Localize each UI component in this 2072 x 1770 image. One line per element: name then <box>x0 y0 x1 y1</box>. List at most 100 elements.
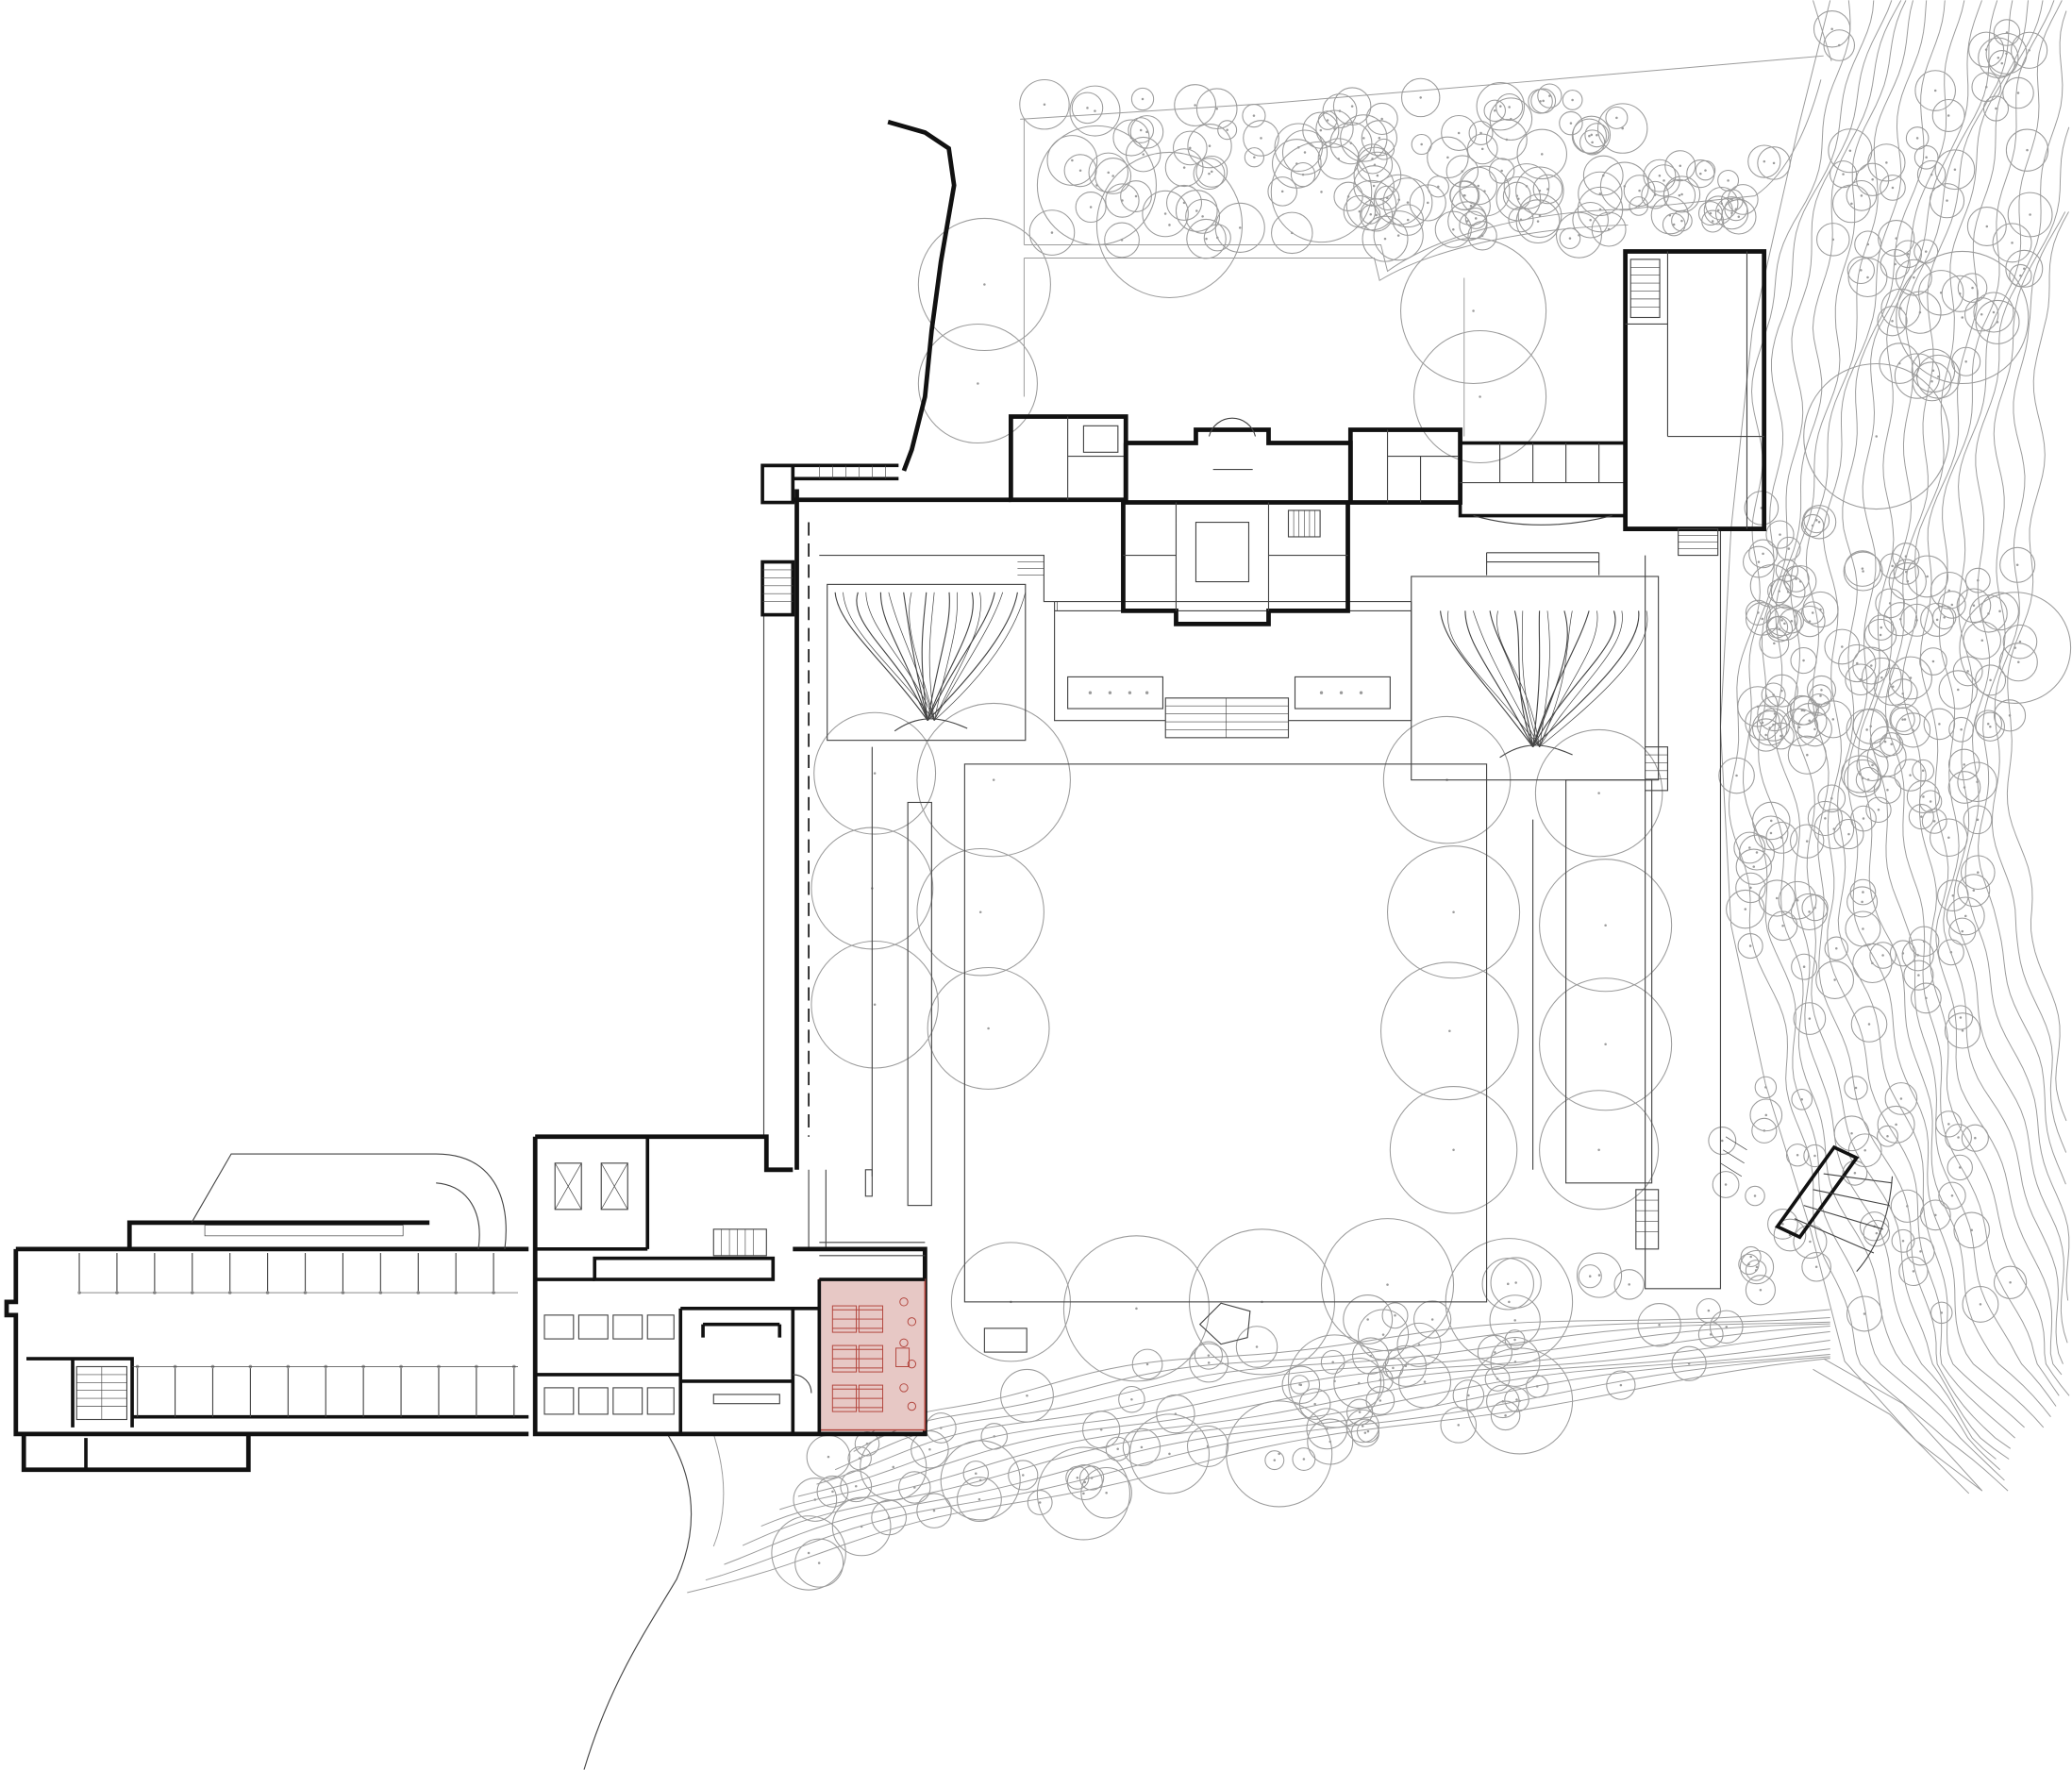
tree-canopy <box>1650 196 1689 235</box>
tree-canopy <box>1306 1408 1348 1450</box>
tree-canopy <box>1726 889 1765 929</box>
tree-trunk-mark <box>1542 99 1545 103</box>
tree-canopy <box>1947 748 1980 781</box>
tree-trunk-mark <box>2014 646 2017 649</box>
tree-trunk-mark <box>1997 57 2000 59</box>
tree-canopy <box>962 1461 989 1487</box>
tree-canopy <box>1080 1466 1132 1519</box>
parking-outer-wall <box>4 1220 529 1437</box>
tree-trunk-mark <box>975 1472 978 1476</box>
toilet-cubicle <box>577 1314 609 1340</box>
elevator-shaft <box>554 1162 582 1211</box>
tree-trunk-mark <box>1820 689 1823 692</box>
tree-canopy <box>1846 180 1878 211</box>
tree-canopy <box>1888 562 1927 601</box>
tree-canopy <box>916 847 1044 977</box>
tree-canopy <box>1129 115 1164 149</box>
chair <box>899 1383 909 1393</box>
tree-canopy <box>1281 1365 1321 1405</box>
tree-canopy <box>1069 85 1121 137</box>
tree-canopy <box>1813 10 1851 48</box>
tree-canopy <box>917 323 1038 444</box>
tree-trunk-mark <box>1972 604 1976 608</box>
tree-trunk-mark <box>1362 137 1365 140</box>
chair <box>899 1338 909 1347</box>
tree-canopy <box>1235 1326 1278 1368</box>
tree-trunk-mark <box>1979 1303 1982 1306</box>
tree-canopy <box>1413 329 1547 464</box>
tree-canopy <box>1895 712 1931 748</box>
tree-canopy <box>1877 1125 1898 1147</box>
tree-trunk-mark <box>1813 1154 1816 1158</box>
tree-canopy <box>1737 686 1779 727</box>
tree-trunk-mark <box>1934 1213 1937 1217</box>
tree-canopy <box>1578 1264 1602 1289</box>
tree-trunk-mark <box>1808 620 1812 623</box>
tree-trunk-mark <box>1938 723 1941 726</box>
tree-canopy <box>1516 128 1567 180</box>
tree-trunk-mark <box>813 1498 817 1501</box>
tree-trunk-mark <box>1783 622 1786 626</box>
tree-canopy <box>1343 1294 1394 1344</box>
tree-trunk-mark <box>1628 1283 1630 1286</box>
tree-canopy <box>1577 186 1624 233</box>
tree-canopy <box>1718 757 1755 794</box>
tree-trunk-mark <box>1346 195 1350 198</box>
tree-canopy <box>1961 1124 1989 1152</box>
tree-trunk-mark <box>887 1516 891 1519</box>
tree-trunk-mark <box>827 1455 830 1459</box>
west-root-sculpture <box>834 592 1027 732</box>
tree-trunk-mark <box>1381 1333 1385 1336</box>
tree-trunk-mark <box>1338 109 1342 112</box>
tree-trunk-mark <box>1419 96 1422 99</box>
tree-canopy <box>2005 249 2044 288</box>
tree-trunk-mark <box>1515 1398 1518 1401</box>
root-branch <box>933 592 981 721</box>
tree-canopy <box>1793 1002 1827 1035</box>
tree-trunk-mark <box>1781 1223 1784 1226</box>
tree-canopy <box>1982 95 2010 122</box>
tree-trunk-mark <box>1833 978 1836 981</box>
root-branch <box>1489 610 1534 747</box>
tree-canopy <box>1320 1218 1455 1352</box>
tree-trunk-mark <box>1328 1440 1332 1444</box>
tree-trunk-mark <box>1943 616 1946 619</box>
tree-trunk-mark <box>1078 169 1082 173</box>
tree-trunk-mark <box>1877 809 1880 811</box>
tree-canopy <box>1267 176 1297 207</box>
upper-right-terrace <box>1486 552 1600 576</box>
tree-trunk-mark <box>1369 212 1373 216</box>
tree-canopy <box>1892 543 1920 571</box>
tree-canopy <box>1974 710 2003 739</box>
tree-canopy <box>840 1470 873 1503</box>
tree-canopy <box>1217 120 1238 141</box>
tree-trunk-mark <box>1850 1132 1853 1135</box>
tree-trunk-mark <box>1083 1480 1087 1484</box>
tree-trunk-mark <box>2023 267 2026 271</box>
tree-canopy <box>1112 119 1150 157</box>
tree-canopy <box>1980 592 2019 631</box>
root-branch <box>903 592 928 721</box>
tree-trunk-mark <box>1811 524 1814 527</box>
tree-trunk-mark <box>2008 714 2012 717</box>
tree-trunk-mark <box>1904 555 1908 558</box>
tree-trunk-mark <box>1865 728 1868 731</box>
tree-trunk-mark <box>1302 1458 1306 1461</box>
tree-trunk-mark <box>1961 316 1964 319</box>
tree-trunk-mark <box>1835 946 1838 950</box>
tree-canopy <box>1353 151 1402 200</box>
tree-trunk-mark <box>2029 213 2031 216</box>
east-stair-lower <box>1635 1189 1660 1250</box>
tree-trunk-mark <box>1819 694 1822 697</box>
tree-trunk-mark <box>1658 1323 1661 1327</box>
tree-trunk-mark <box>1678 193 1681 197</box>
tree-trunk-mark <box>1885 756 1888 759</box>
tree-canopy <box>1271 211 1313 255</box>
tree-trunk-mark <box>1392 1366 1395 1370</box>
root-branch <box>856 592 928 721</box>
tree-canopy <box>1803 1144 1827 1168</box>
root-branch <box>927 592 974 721</box>
root-branch <box>1539 610 1598 747</box>
tree-trunk-mark <box>1303 151 1307 154</box>
southwest-path-edge-inner <box>712 1433 725 1547</box>
